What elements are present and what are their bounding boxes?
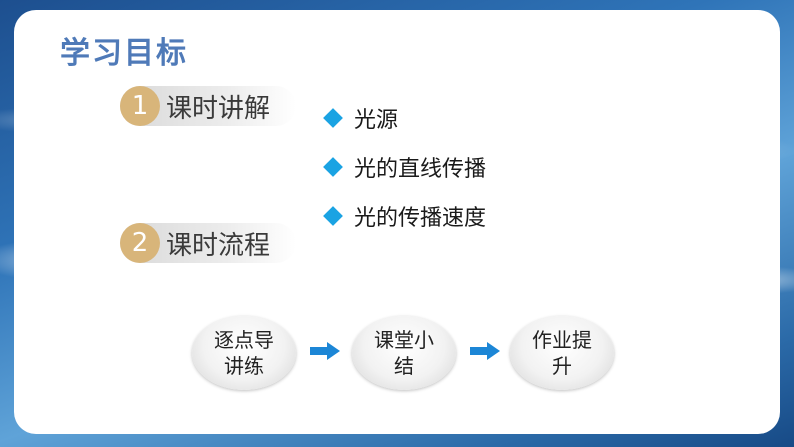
goal-list: 光源 光的直线传播 光的传播速度 xyxy=(322,102,486,249)
slide-title: 学习目标 xyxy=(60,36,188,71)
diamond-bullet-icon xyxy=(323,157,343,177)
diamond-bullet-icon xyxy=(323,108,343,128)
slide-card: 学习目标 1 课时讲解 2 课时流程 光源 光的直线传播 光的传播速度 逐点导讲… xyxy=(14,10,780,434)
section-number: 2 xyxy=(120,223,160,263)
flow-step-practice[interactable]: 逐点导讲练 xyxy=(192,316,296,390)
section-label: 课时讲解 xyxy=(166,93,271,124)
flow-step-homework[interactable]: 作业提升 xyxy=(510,316,614,390)
section-label: 课时流程 xyxy=(166,230,271,261)
diamond-bullet-icon xyxy=(323,206,343,226)
right-arrow-icon xyxy=(310,342,340,360)
section-tab-process[interactable]: 2 课时流程 xyxy=(120,223,296,263)
list-item: 光的传播速度 xyxy=(322,200,486,232)
list-item: 光的直线传播 xyxy=(322,151,486,183)
section-number: 1 xyxy=(120,86,160,126)
section-tab-lecture[interactable]: 1 课时讲解 xyxy=(120,86,296,126)
right-arrow-icon xyxy=(470,342,500,360)
flow-step-summary[interactable]: 课堂小结 xyxy=(352,316,456,390)
list-item: 光源 xyxy=(322,102,486,134)
